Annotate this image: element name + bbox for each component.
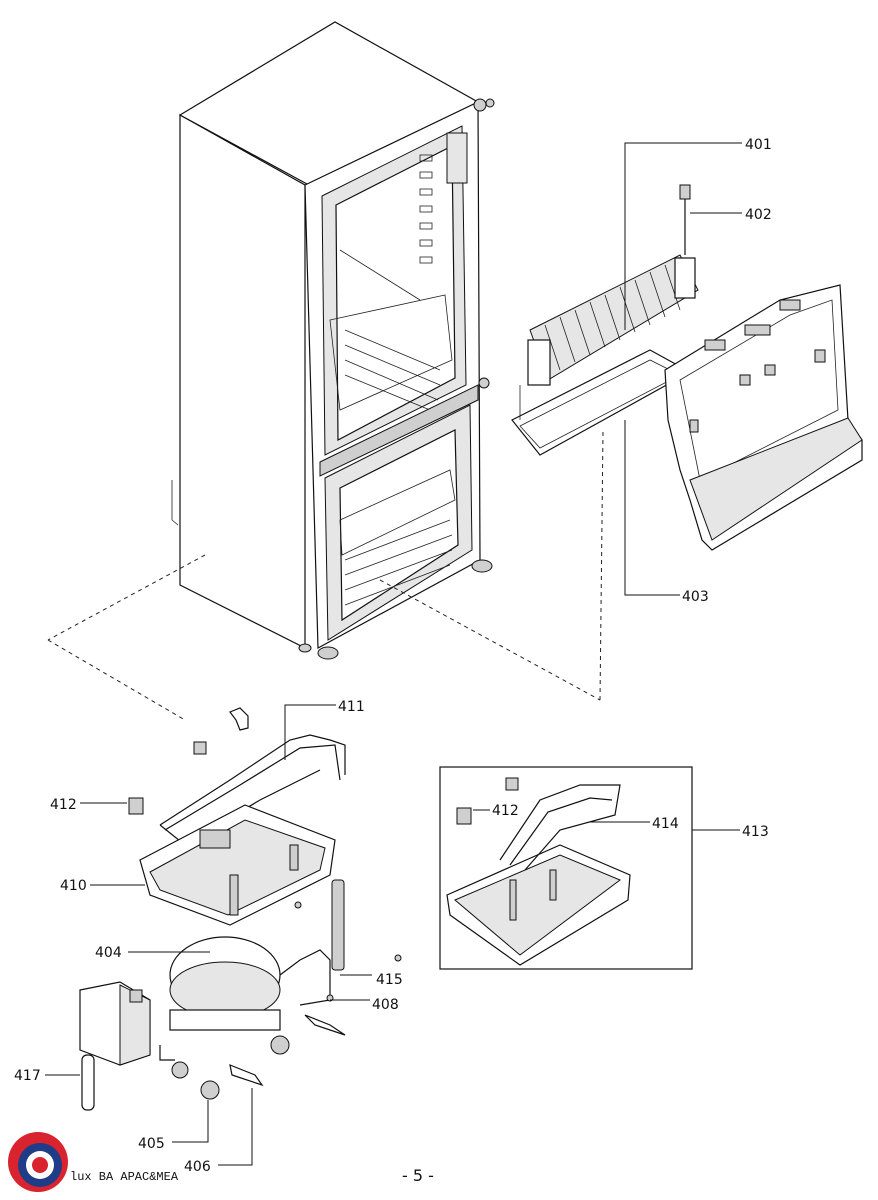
callout-412b: 412 <box>492 803 519 819</box>
callout-413: 413 <box>742 824 769 840</box>
spring <box>331 879 345 971</box>
screw <box>294 901 302 909</box>
clip-plate-2 <box>304 1014 346 1036</box>
page-number: - 5 - <box>402 1166 434 1185</box>
callout-410: 410 <box>60 878 87 894</box>
callout-labels: 401 402 403 411 412 410 404 415 408 417 … <box>14 137 772 1175</box>
callout-404: 404 <box>95 945 122 961</box>
connector-412a <box>193 741 207 755</box>
elbow-fitting <box>229 707 249 731</box>
callout-417: 417 <box>14 1068 41 1084</box>
compressor-tray <box>139 804 336 926</box>
relay-box <box>79 981 151 1066</box>
door-bin-marks <box>419 154 433 264</box>
filter-drier <box>81 1054 95 1111</box>
leader-lines <box>45 142 742 1166</box>
callout-414: 414 <box>652 816 679 832</box>
connector-412b <box>128 797 144 815</box>
callout-406: 406 <box>184 1159 211 1175</box>
callout-408: 408 <box>372 997 399 1013</box>
refrigerator-cabinet <box>171 21 495 660</box>
callout-401: 401 <box>745 137 772 153</box>
projection-lines <box>47 429 604 721</box>
compressor <box>159 936 331 1100</box>
brand-logo <box>8 1132 68 1192</box>
callout-412a: 412 <box>50 797 77 813</box>
callout-411: 411 <box>338 699 365 715</box>
callout-405: 405 <box>138 1136 165 1152</box>
inset-box-413 <box>439 766 693 970</box>
screw <box>394 954 402 962</box>
clip-plate <box>229 1064 264 1087</box>
callout-403: 403 <box>682 589 709 605</box>
callout-402: 402 <box>745 207 772 223</box>
callout-415: 415 <box>376 972 403 988</box>
evaporator-cover <box>664 284 863 551</box>
footer-brand-text: lux BA APAC&MEA <box>70 1170 179 1184</box>
